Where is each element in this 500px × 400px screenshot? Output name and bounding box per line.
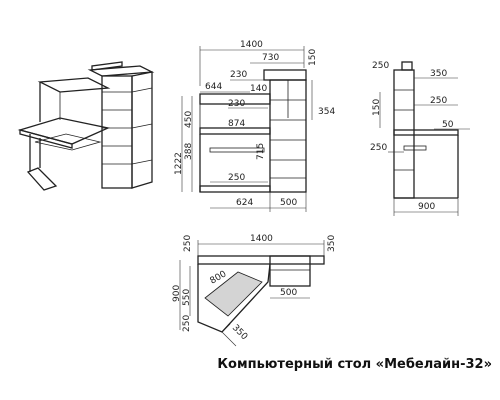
- dim-plan-900: 900: [172, 285, 182, 302]
- isometric-view: [17, 61, 155, 191]
- dim-front-715: 715: [256, 143, 266, 160]
- iso-desk-leg-base: [26, 167, 58, 191]
- front-desk-base: [199, 185, 271, 193]
- dim-front-right-width: 730: [262, 53, 279, 63]
- front-desk-top: [199, 127, 271, 135]
- dim-front-644: 644: [205, 82, 222, 92]
- iso-desk-top: [17, 117, 111, 145]
- plan-rear-shelf: [197, 255, 325, 265]
- side-desk-top: [393, 129, 459, 136]
- dim-plan-550: 550: [182, 289, 192, 306]
- dim-front-874: 874: [228, 119, 245, 129]
- dim-front-500: 500: [280, 198, 297, 208]
- dim-side-top-250: 250: [372, 61, 389, 71]
- dim-side-50: 50: [442, 120, 454, 130]
- iso-keyboard-shelf: [34, 133, 102, 151]
- dim-plan-left-250: 250: [183, 235, 193, 252]
- dim-plan-500: 500: [280, 288, 297, 298]
- dim-side-150: 150: [372, 99, 382, 116]
- iso-tower-side: [131, 71, 153, 189]
- side-keyboard-shelf: [403, 145, 427, 151]
- dim-side-350: 350: [430, 69, 447, 79]
- dim-front-low-250: 250: [228, 173, 245, 183]
- dim-front-624: 624: [236, 198, 253, 208]
- dim-front-1222: 1222: [174, 152, 184, 175]
- plan-view: 1400 250 350 800 500 900 550 250 350: [172, 234, 337, 347]
- side-top-riser: [401, 61, 413, 71]
- iso-top-shelf: [37, 77, 111, 93]
- dim-front-upper-140: 140: [250, 84, 267, 94]
- front-view: 1400 730 150 230 140 644 230 874: [174, 40, 335, 212]
- dim-front-354: 354: [318, 107, 335, 117]
- plan-tower: [269, 255, 311, 287]
- front-upper-shelf: [199, 93, 271, 105]
- dim-plan-bottom-250: 250: [182, 315, 192, 332]
- dim-plan-diag-350: 350: [230, 323, 249, 342]
- iso-desk-edge: [19, 129, 73, 149]
- plan-keyboard-shelf: [204, 271, 263, 317]
- dim-plan-1400: 1400: [250, 234, 273, 244]
- dim-front-shelf-top: 150: [308, 49, 318, 66]
- dim-side-900: 900: [418, 202, 435, 212]
- dim-front-450: 450: [184, 111, 194, 128]
- dim-side-mid-250: 250: [430, 96, 447, 106]
- dim-front-388: 388: [184, 143, 194, 160]
- iso-top-riser: [91, 61, 123, 71]
- side-tower: [393, 69, 415, 199]
- side-view: 250 350 250 150 50 250 900: [370, 61, 470, 216]
- front-keyboard-shelf: [209, 147, 265, 153]
- front-top-shelf: [263, 69, 307, 81]
- dim-front-mid-230: 230: [228, 99, 245, 109]
- dim-side-low-250: 250: [370, 143, 387, 153]
- iso-tower-front: [101, 75, 133, 189]
- dim-front-upper-230: 230: [230, 70, 247, 80]
- dim-front-total-width: 1400: [240, 40, 263, 50]
- dim-plan-right-350: 350: [327, 235, 337, 252]
- drawing-caption: Компьютерный стол «Мебелайн-32»: [217, 357, 492, 372]
